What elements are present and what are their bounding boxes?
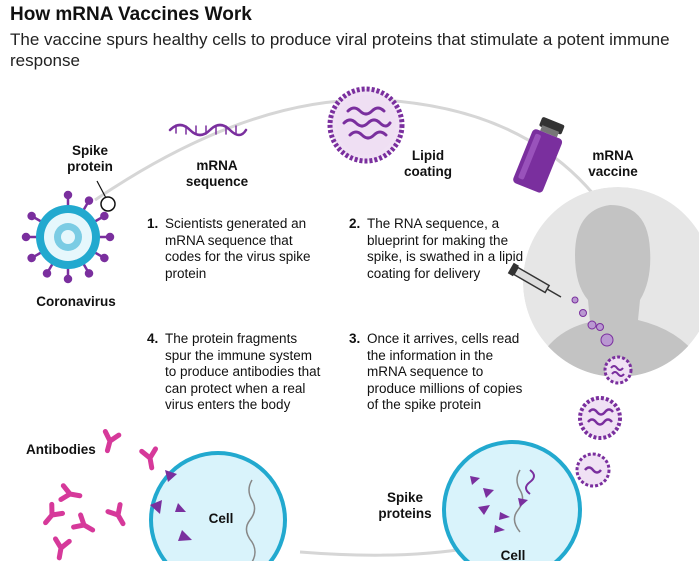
spike-pointer-line <box>96 180 107 199</box>
nanoparticle-small-2 <box>578 396 622 440</box>
step-2: 2. The RNA sequence, a blueprint for mak… <box>349 216 529 282</box>
cycle-arc-bottom <box>299 546 471 557</box>
nanoparticle-entering-cell <box>575 452 611 488</box>
step-4-number: 4. <box>147 331 159 346</box>
label-spike-proteins: Spike proteins <box>378 490 432 521</box>
nanoparticle-small-1 <box>603 355 633 385</box>
label-cell-left: Cell <box>208 511 234 526</box>
mrna-strand-icon <box>168 123 248 137</box>
step-3: 3. Once it arrives, cells read the infor… <box>349 331 534 414</box>
step-1-number: 1. <box>147 216 159 231</box>
spike-proteins-in-cell <box>470 476 528 533</box>
page-subtitle: The vaccine spurs healthy cells to produ… <box>10 30 670 70</box>
label-lipid-coating: Lipid coating <box>403 148 452 179</box>
label-mrna-vaccine: mRNA vaccine <box>588 148 638 179</box>
page-title: How mRNA Vaccines Work <box>10 4 252 25</box>
person-silhouette-icon <box>523 187 699 377</box>
particle-trail <box>571 296 614 347</box>
cell-right-icon <box>442 440 582 561</box>
label-coronavirus: Coronavirus <box>36 294 116 309</box>
lipid-nanoparticle-icon <box>327 86 405 164</box>
label-antibodies: Antibodies <box>26 442 96 457</box>
syringe-icon <box>507 262 562 298</box>
cell-left-icon <box>149 451 287 561</box>
step-3-number: 3. <box>349 331 361 346</box>
spike-highlight-circle <box>100 196 116 212</box>
label-cell-right: Cell <box>500 548 526 563</box>
label-mrna-sequence: mRNA sequence <box>185 158 249 189</box>
step-3-text: Once it arrives, cells read the informat… <box>367 331 523 412</box>
cell-mrna-strand <box>525 469 535 495</box>
coronavirus-icon <box>21 190 115 284</box>
step-2-text: The RNA sequence, a blueprint for making… <box>367 216 524 281</box>
antibodies-group <box>43 428 159 561</box>
step-4-text: The protein fragments spur the immune sy… <box>165 331 321 412</box>
step-1-text: Scientists generated an mRNA sequence th… <box>165 216 311 281</box>
vaccine-vial-icon <box>513 117 565 193</box>
step-4: 4. The protein fragments spur the immune… <box>147 331 327 414</box>
step-2-number: 2. <box>349 216 361 231</box>
label-spike-protein: Spike protein <box>67 143 113 174</box>
protein-fragments <box>150 470 192 541</box>
step-1: 1. Scientists generated an mRNA sequence… <box>147 216 327 282</box>
